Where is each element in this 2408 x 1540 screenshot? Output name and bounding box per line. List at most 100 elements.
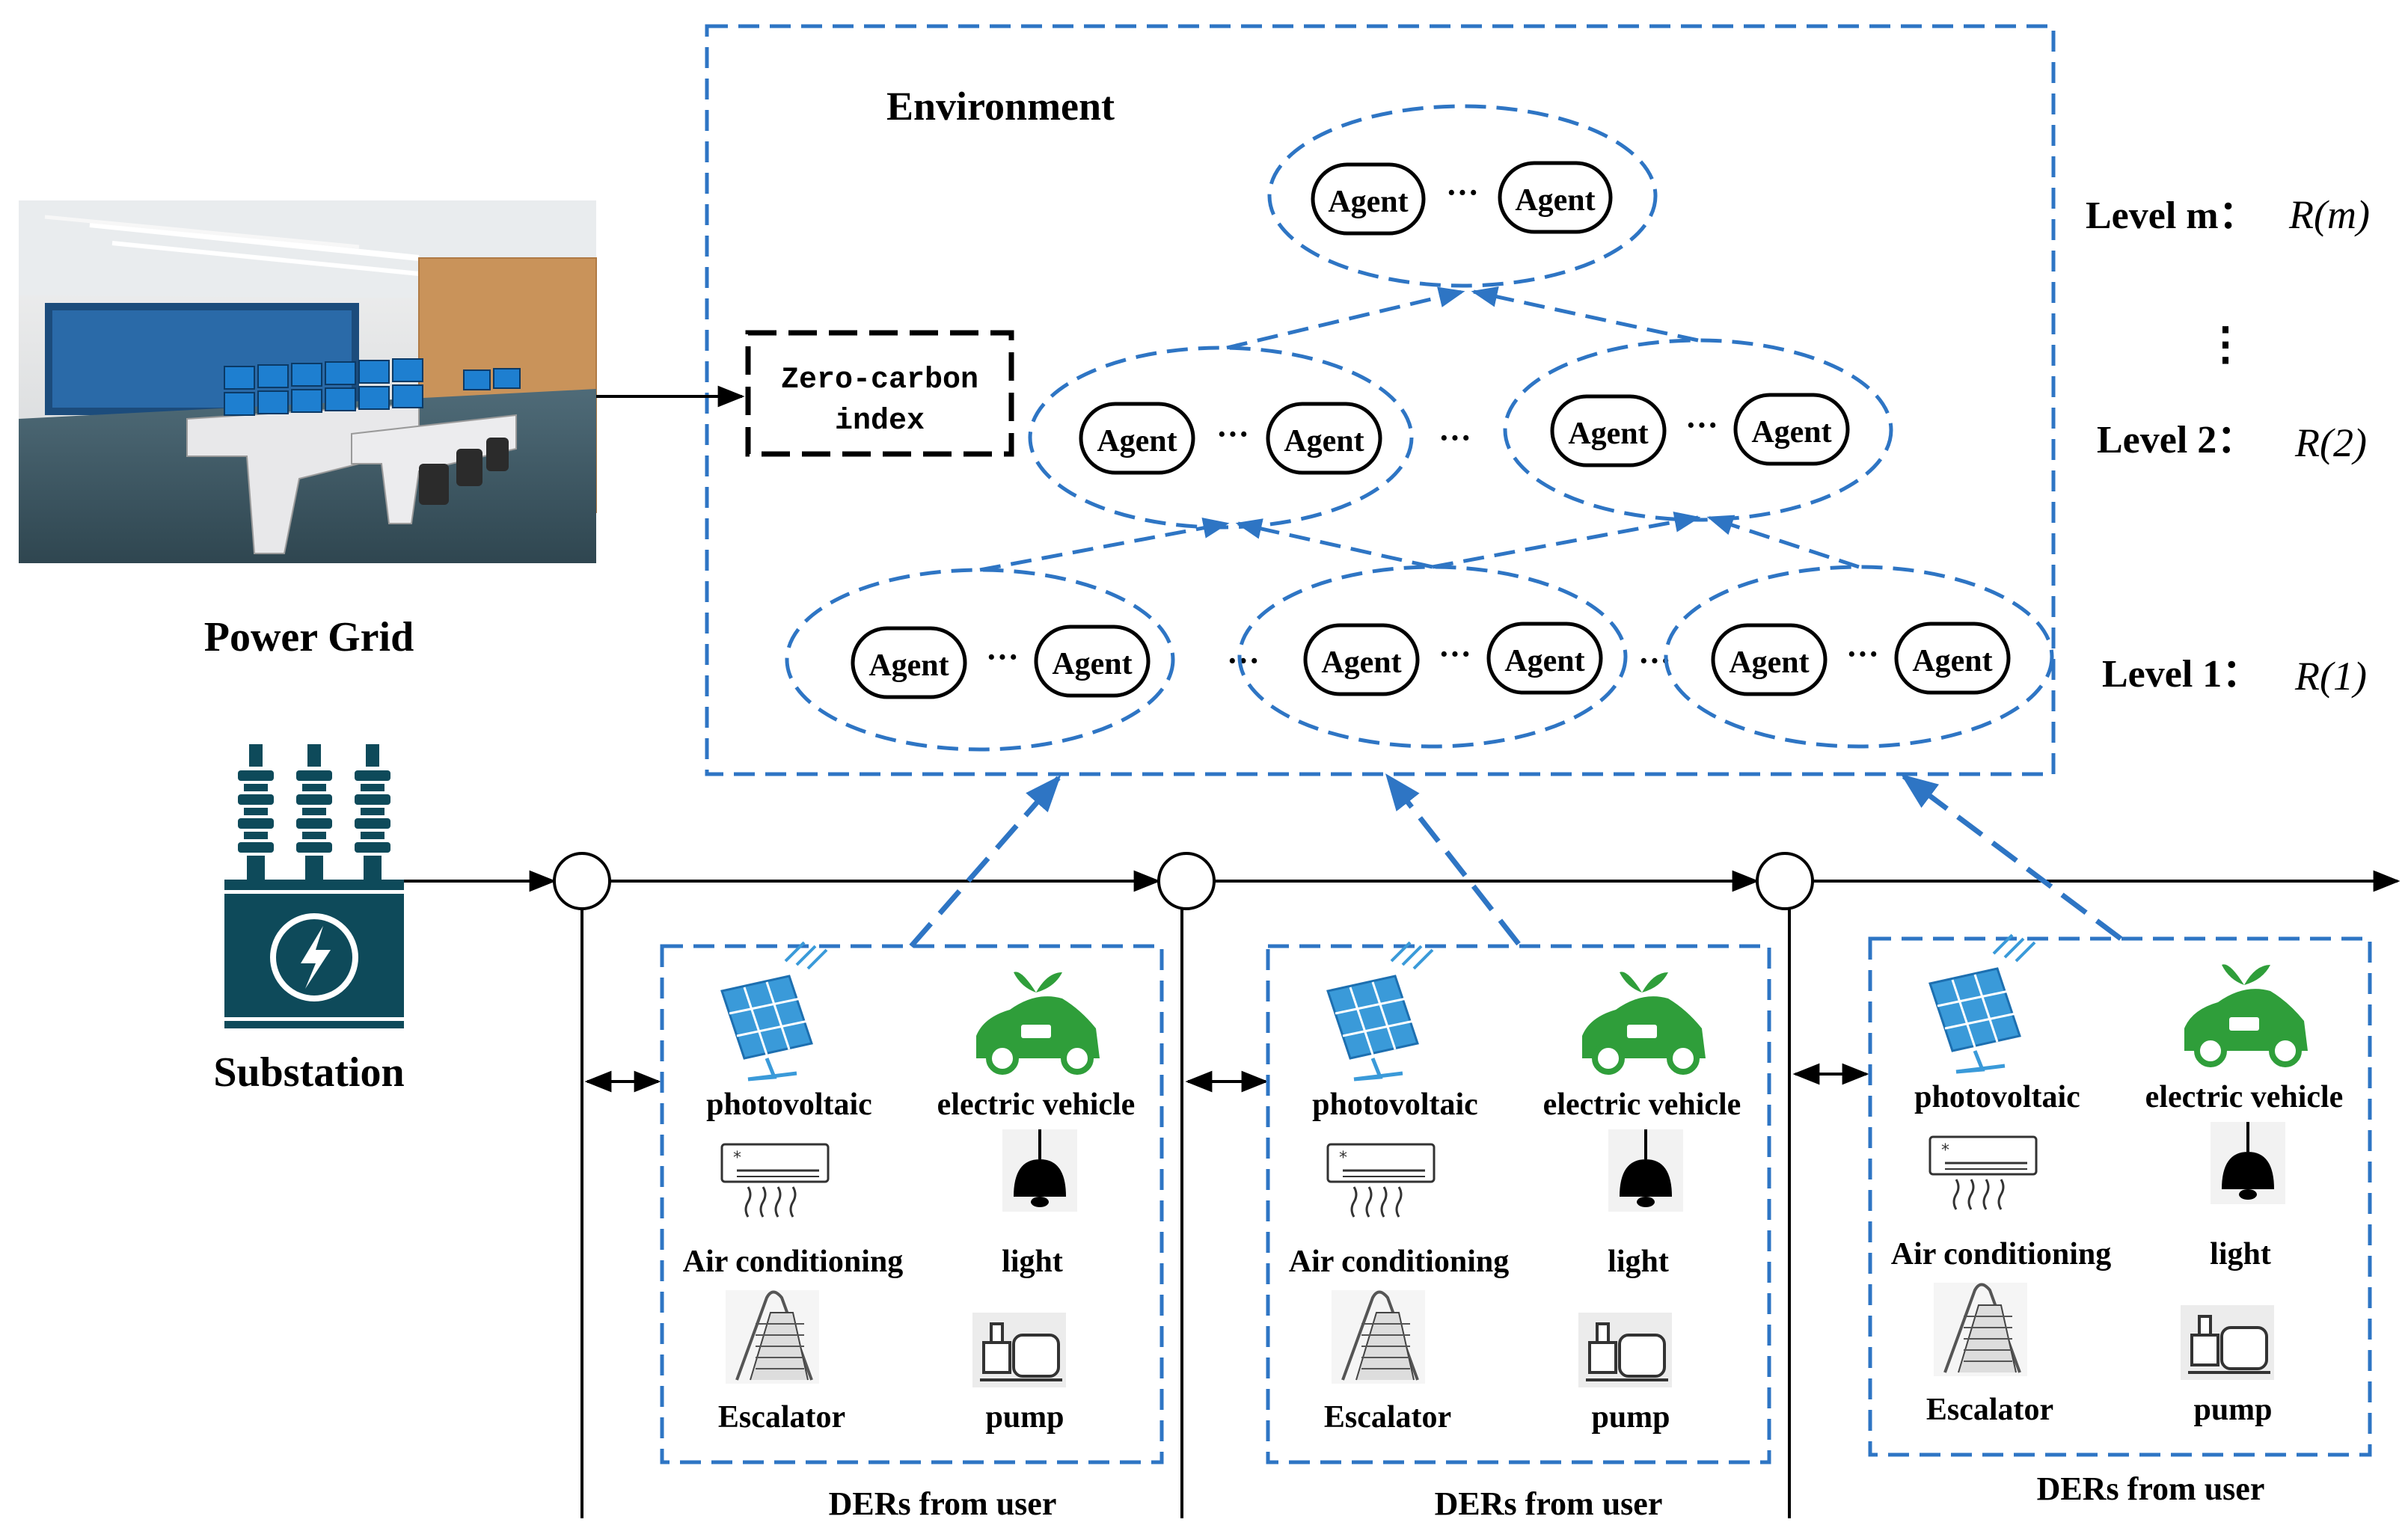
- escalator-label: Escalator: [1926, 1393, 2053, 1427]
- control-room-image: [19, 200, 597, 563]
- agent-node: [1550, 394, 1667, 467]
- zero-carbon-index-box: Zero-carbon index: [745, 330, 1014, 457]
- zero-carbon-line2: index: [835, 405, 925, 438]
- distribution-bus: [404, 852, 2401, 1518]
- environment-title: Environment: [886, 84, 1115, 129]
- svg-text:*: *: [733, 1149, 741, 1168]
- level-1-group-3: Agent ··· Agent: [1664, 565, 2054, 749]
- agent-label: Agent: [1284, 424, 1364, 458]
- air-conditioning-label: Air conditioning: [1289, 1245, 1509, 1279]
- light-label: light: [2210, 1237, 2271, 1271]
- escalator-icon: [726, 1290, 819, 1384]
- hierarchy-connectors: [979, 286, 1860, 572]
- pendant-lamp-icon: [1002, 1129, 1077, 1212]
- agent-node: [1266, 402, 1382, 475]
- photovoltaic-panel-icon: [1928, 933, 2036, 1074]
- pendant-lamp-icon: [2211, 1122, 2285, 1204]
- agent-ellipsis: ···: [1685, 407, 1718, 444]
- svg-text:*: *: [1941, 1141, 1949, 1160]
- substation-label: Substation: [213, 1049, 404, 1096]
- level-m-group: Agent ··· Agent: [1267, 104, 1658, 288]
- agent-label: Agent: [1568, 417, 1648, 451]
- level-1-group-2: Agent ··· Agent: [1237, 565, 1628, 749]
- agent-ellipsis: ···: [986, 639, 1019, 675]
- lightning-icon: [270, 913, 358, 1001]
- level-2-group-right: Agent ··· Agent: [1503, 338, 1893, 522]
- agent-node: [1079, 402, 1195, 475]
- agent-node: [1311, 162, 1426, 236]
- agent-label: Agent: [1321, 645, 1401, 680]
- bus-node: [1756, 852, 1814, 910]
- electric-vehicle-label: electric vehicle: [937, 1087, 1136, 1122]
- escalator-label: Escalator: [1324, 1400, 1451, 1435]
- group-ellipsis: ···: [1439, 420, 1471, 456]
- pump-icon: [972, 1313, 1066, 1387]
- vertical-ellipsis: ⋮: [2203, 319, 2248, 369]
- pump-label: pump: [2193, 1393, 2272, 1427]
- electric-car-icon: [1582, 972, 1706, 1075]
- agent-ellipsis: ···: [1846, 636, 1879, 672]
- level-2-label: Level 2：: [2097, 419, 2255, 461]
- svg-text:*: *: [1339, 1149, 1347, 1168]
- pendant-lamp-icon: [1608, 1129, 1683, 1212]
- escalator-icon: [1332, 1290, 1425, 1384]
- light-label: light: [1002, 1245, 1063, 1279]
- substation-transformer-icon: [224, 744, 404, 1028]
- electric-vehicle-label: electric vehicle: [2145, 1080, 2344, 1114]
- agent-label: Agent: [1097, 424, 1177, 458]
- agent-node: [1498, 161, 1613, 234]
- electric-car-icon: [2184, 964, 2308, 1067]
- agent-node: [1303, 623, 1420, 696]
- photovoltaic-label: photovoltaic: [706, 1087, 872, 1122]
- agent-label: Agent: [868, 648, 949, 683]
- agent-label: Agent: [1052, 647, 1132, 681]
- level-2-reward: R(2): [2294, 420, 2367, 465]
- level-1-group-1: Agent ··· Agent: [785, 568, 1175, 752]
- pump-icon: [2181, 1305, 2274, 1380]
- agent-node: [1034, 625, 1151, 698]
- agent-ellipsis: ···: [1446, 174, 1479, 211]
- photovoltaic-label: photovoltaic: [1914, 1080, 2080, 1114]
- air-conditioning-label: Air conditioning: [683, 1245, 903, 1279]
- air-conditioning-label: Air conditioning: [1891, 1237, 2111, 1271]
- electric-vehicle-label: electric vehicle: [1543, 1087, 1741, 1122]
- light-label: light: [1608, 1245, 1669, 1279]
- agent-label: Agent: [1328, 185, 1408, 219]
- der-group-caption: DERs from user: [1435, 1485, 1663, 1522]
- agent-node: [1486, 622, 1603, 695]
- level-m-reward: R(m): [2288, 192, 2370, 237]
- agent-ellipsis: ···: [1439, 636, 1471, 672]
- level-1-reward: R(1): [2294, 654, 2367, 699]
- pump-icon: [1578, 1313, 1672, 1387]
- agent-node: [1733, 393, 1850, 466]
- air-conditioner-icon: *: [720, 1143, 830, 1218]
- pump-label: pump: [985, 1400, 1064, 1435]
- power-grid-label: Power Grid: [204, 614, 414, 660]
- agent-node: [1711, 623, 1828, 696]
- level-labels: Level m： R(m) ⋮ Level 2： R(2) Level 1： R…: [2086, 192, 2370, 699]
- photovoltaic-panel-icon: [1326, 941, 1434, 1082]
- air-conditioner-icon: *: [1326, 1143, 1436, 1218]
- agent-label: Agent: [1504, 644, 1584, 678]
- zero-carbon-line1: Zero-carbon: [781, 363, 978, 397]
- escalator-icon: [1934, 1283, 2027, 1376]
- electric-car-icon: [976, 972, 1100, 1075]
- photovoltaic-label: photovoltaic: [1312, 1087, 1478, 1122]
- agent-node: [1894, 622, 2011, 695]
- escalator-label: Escalator: [718, 1400, 845, 1435]
- agent-label: Agent: [1912, 644, 1992, 678]
- air-conditioner-icon: *: [1928, 1135, 2038, 1210]
- level-2-group-left: Agent ··· Agent: [1028, 346, 1414, 530]
- der-group-caption: DERs from user: [829, 1485, 1057, 1522]
- level-m-label: Level m：: [2086, 194, 2258, 237]
- agent-ellipsis: ···: [1216, 416, 1249, 453]
- agent-label: Agent: [1515, 183, 1595, 218]
- der-group-caption: DERs from user: [2037, 1470, 2265, 1507]
- photovoltaic-panel-icon: [720, 941, 828, 1082]
- der-to-agent-arrows: [909, 773, 2123, 948]
- bus-node: [553, 852, 611, 910]
